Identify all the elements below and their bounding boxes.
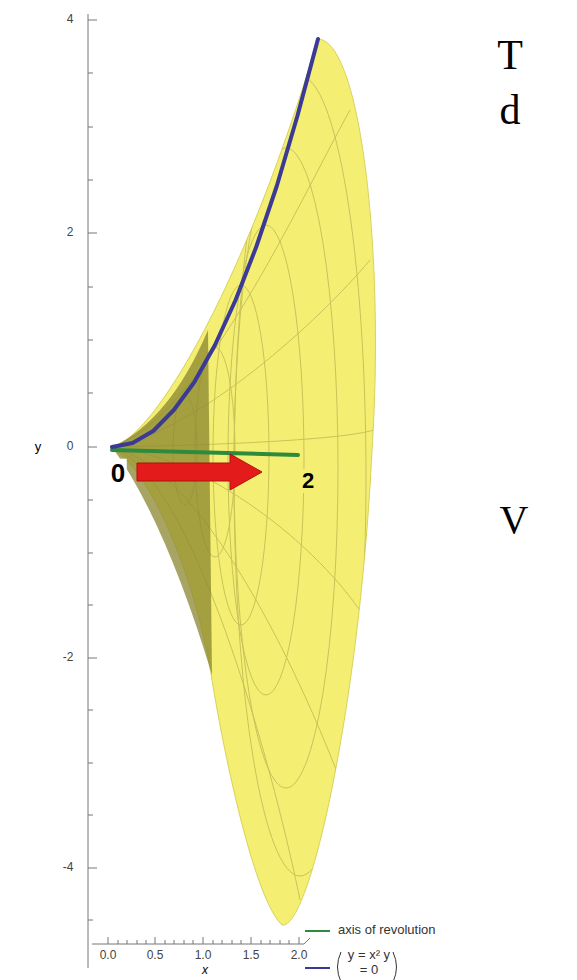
- legend-paren: [393, 952, 397, 980]
- axis-title: x: [202, 965, 208, 978]
- slide-text: d: [500, 87, 521, 133]
- y-axis: [88, 14, 97, 968]
- curve: [112, 39, 318, 447]
- tick-label: 4: [67, 13, 74, 26]
- legend-text: axis of revolution: [338, 923, 436, 938]
- tick-label: 2.0: [291, 949, 308, 962]
- red-arrow: [137, 454, 262, 490]
- legend-sample-blue: [305, 967, 330, 969]
- axis-of-revolution: [112, 450, 298, 455]
- tick-label: -2: [63, 651, 74, 664]
- slide-text: V: [500, 498, 529, 542]
- surface-grid: [112, 76, 374, 900]
- x-axis: [92, 937, 310, 944]
- slide-text: T: [497, 32, 523, 78]
- tick-label: -4: [63, 861, 74, 874]
- surface: [112, 39, 375, 925]
- range-label: 2: [300, 469, 316, 493]
- tick-label: 0: [67, 440, 74, 453]
- range-label: 0: [109, 459, 127, 488]
- tick-label: 0.5: [147, 949, 164, 962]
- tick-label: 2: [67, 226, 74, 239]
- legend-sample-green: [305, 930, 330, 932]
- tick-label: 0.0: [100, 949, 117, 962]
- legend-text: y = x² y = 0: [347, 948, 391, 978]
- legend-paren: [338, 952, 342, 980]
- axis-title: y: [35, 440, 42, 454]
- funnel-inside: [112, 330, 212, 675]
- tick-label: 1.5: [243, 949, 260, 962]
- tick-label: 1.0: [195, 949, 212, 962]
